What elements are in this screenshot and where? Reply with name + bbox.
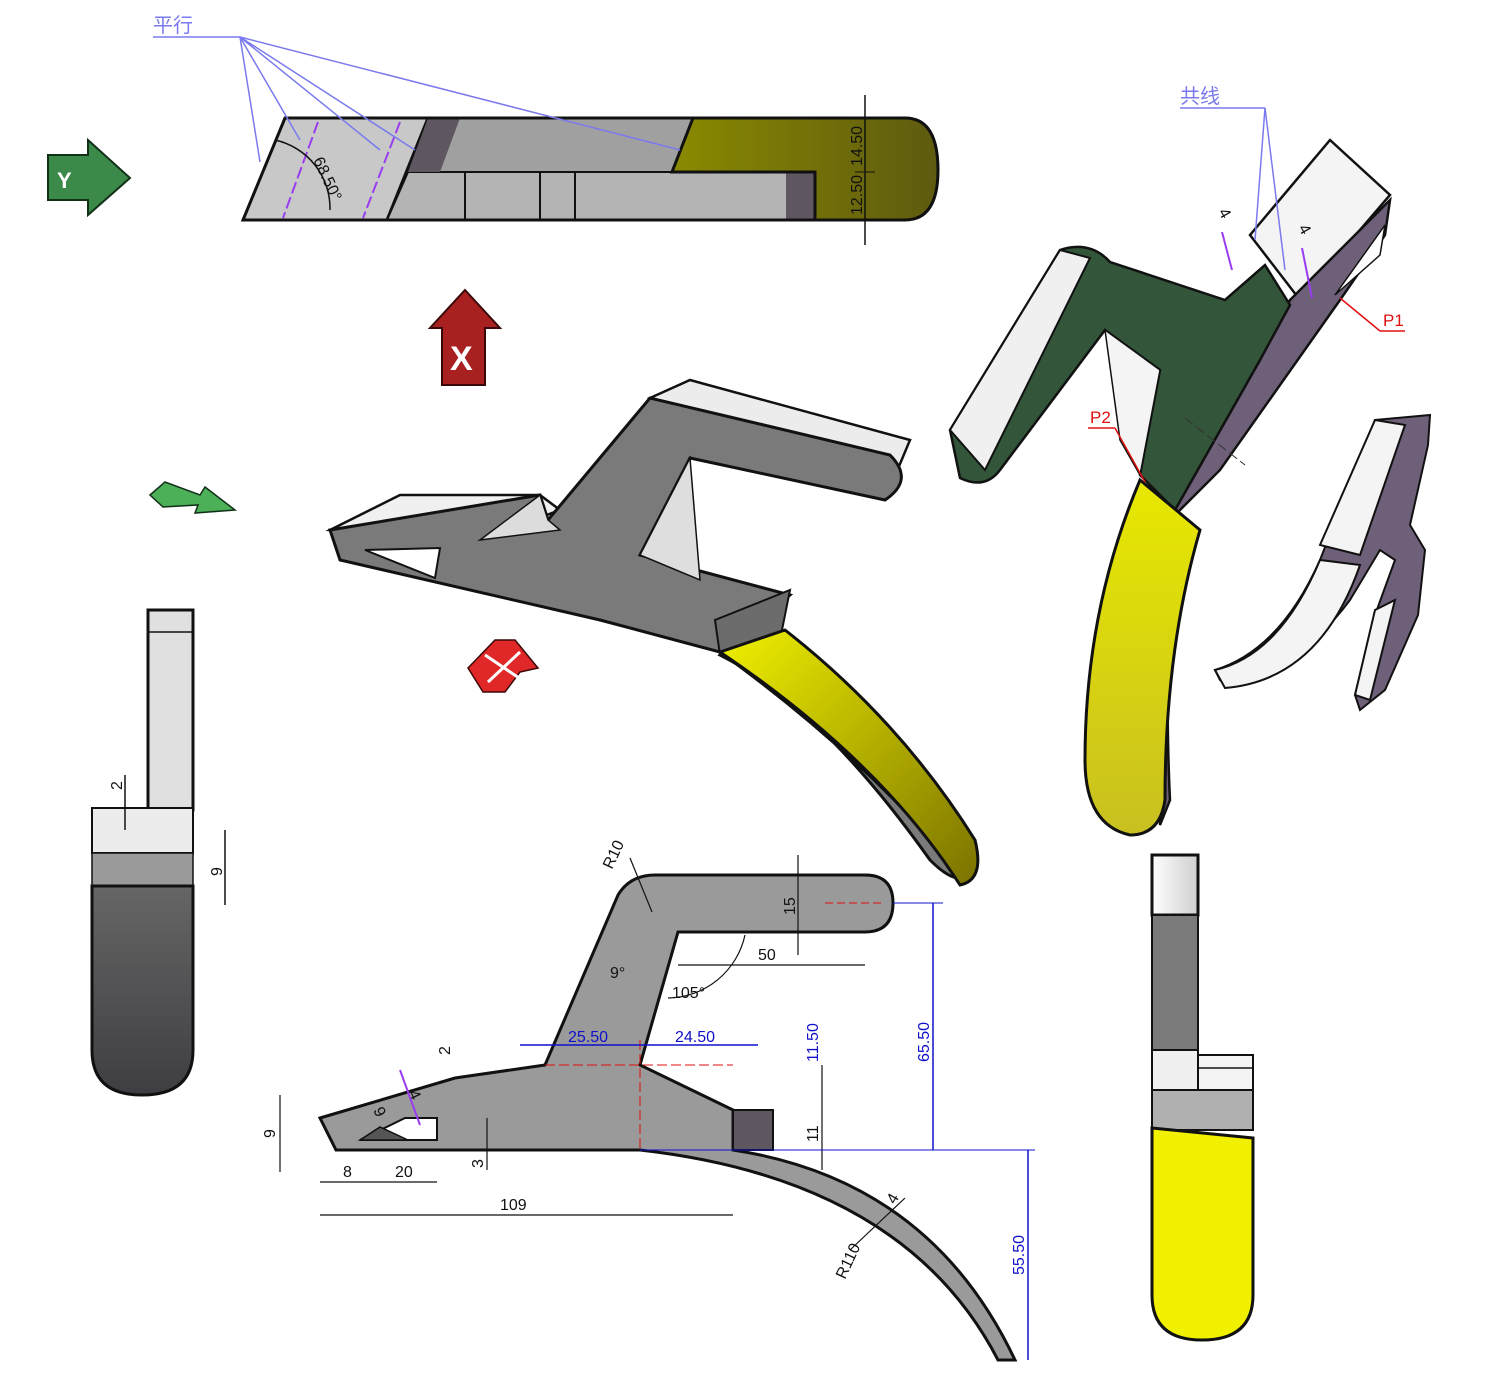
front-t-9b: 9 xyxy=(262,1129,279,1138)
collinear-annotation: 共线 xyxy=(1180,84,1286,271)
parallel-annotation: 平行 xyxy=(153,13,681,163)
front-r-110: R110 xyxy=(833,1241,864,1282)
y-axis-label: Y xyxy=(57,168,72,193)
front-t-4b: 4 xyxy=(884,1191,903,1207)
iso-view-center xyxy=(325,378,980,887)
front-angle-105: 105° xyxy=(672,985,705,1002)
front-t-2: 2 xyxy=(437,1046,454,1055)
parallel-label: 平行 xyxy=(153,13,193,37)
front-view: R10 15 50 9° 105° 25.50 24.50 11.50 11 6… xyxy=(262,838,1035,1362)
side-view-left: 2 9 xyxy=(90,608,226,1097)
front-angle-9: 9° xyxy=(610,965,625,982)
side-view-right xyxy=(1150,853,1255,1342)
iso-view-right: 4 4 xyxy=(948,138,1392,837)
front-l-8: 8 xyxy=(343,1164,352,1181)
side-dim-9: 9 xyxy=(209,867,226,876)
front-h-55: 55.50 xyxy=(1011,1235,1028,1275)
iso-y-arrow-icon xyxy=(148,481,238,514)
front-t-3: 3 xyxy=(470,1159,487,1168)
point-p1: P1 xyxy=(1339,297,1405,332)
front-radius-top: R10 xyxy=(600,838,628,872)
iso-dim-4a: 4 xyxy=(1215,206,1234,222)
point-p2: P2 xyxy=(1088,408,1146,483)
front-l-109: 109 xyxy=(500,1197,527,1214)
top-view: 68.50° 14.50 12.50 xyxy=(240,95,940,245)
front-h-65: 65.50 xyxy=(916,1022,933,1062)
side-dim-2: 2 xyxy=(109,781,126,790)
top-dim-b: 12.50 xyxy=(849,175,866,215)
front-height-arm: 15 xyxy=(782,897,799,915)
front-w-left: 25.50 xyxy=(568,1029,608,1046)
p1-label: P1 xyxy=(1383,311,1404,330)
iso-view-small xyxy=(1213,413,1432,712)
front-h-1150: 11.50 xyxy=(805,1023,822,1062)
y-axis-arrow-icon: Y xyxy=(47,137,132,218)
x-axis-label: X xyxy=(450,340,473,378)
p2-label: P2 xyxy=(1090,408,1111,427)
top-dim-a: 14.50 xyxy=(849,126,866,166)
front-h-11: 11 xyxy=(805,1125,822,1142)
iso-x-arrow-icon xyxy=(467,639,540,693)
collinear-label: 共线 xyxy=(1180,84,1220,108)
x-axis-arrow-icon: X xyxy=(427,288,503,386)
front-length-arm: 50 xyxy=(758,947,776,964)
front-w-right: 24.50 xyxy=(675,1029,715,1046)
front-l-20: 20 xyxy=(395,1164,413,1181)
